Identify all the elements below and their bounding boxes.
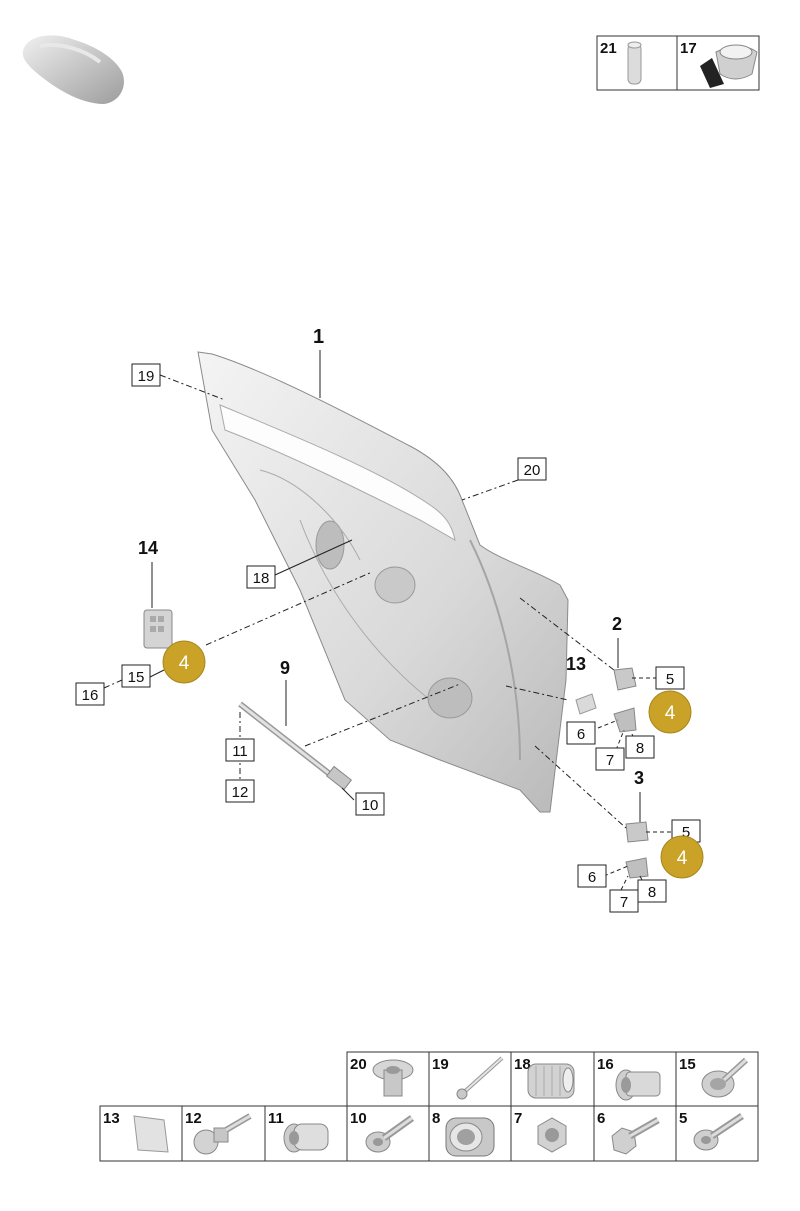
box-12: 12 [232,784,249,801]
callout-1: 1 [313,326,324,348]
box-8-lower: 8 [648,884,656,901]
legend-20-number: 20 [350,1056,367,1073]
box-7-upper: 7 [606,752,614,769]
legend-7-number: 7 [514,1110,522,1127]
flange-nut-icon [615,1069,661,1101]
box-20: 20 [524,462,541,479]
legend-15-number: 15 [679,1056,696,1073]
rod-bolt-icon [456,1056,504,1100]
callout-3: 3 [634,768,644,788]
legend-8-number: 8 [432,1110,440,1127]
washer-bolt-icon [701,1057,749,1098]
callout-14: 14 [138,538,158,558]
box-8-upper: 8 [636,740,644,757]
box-15: 15 [128,669,145,686]
gold-callouts: 4 4 4 [162,640,704,879]
door-panel [197,351,569,813]
legend-18-number: 18 [514,1056,531,1073]
box-19: 19 [138,368,155,385]
legend-5-number: 5 [679,1110,687,1127]
upper-hinge-part [613,667,637,733]
box-16: 16 [82,687,99,704]
hex-nut-icon [537,1117,567,1153]
box-7-lower: 7 [620,894,628,911]
rivet-nut-icon [372,1059,414,1097]
bushing-icon [445,1117,495,1157]
collar-bolt-icon [365,1115,415,1153]
legend-11-number: 11 [268,1110,284,1127]
torx-bolt-icon [693,1113,744,1151]
gold-callout-bubble [162,640,206,684]
gold-callout-bubble [648,690,692,734]
pad-icon [133,1115,169,1153]
leader-lines [103,350,676,897]
gold-callout-left: 4 [179,653,190,674]
callout-9: 9 [280,658,290,678]
box-11: 11 [232,743,248,760]
callout-2: 2 [612,614,622,634]
door-check-strap-part [238,701,353,791]
legend-13-number: 13 [103,1110,120,1127]
top-tiles: 21 17 [596,35,760,91]
legend-10-number: 10 [350,1110,367,1127]
gold-callout-bubble [660,835,704,879]
cable-connector-part [143,609,173,649]
lower-hinge-part [625,821,649,879]
grommet-icon [700,44,758,88]
box-5-lower: 5 [682,824,690,841]
box-6-lower: 6 [588,869,596,886]
tile-21-number: 21 [600,40,617,57]
gold-callout-hinge-upper: 4 [665,703,676,724]
sleeve-icon [283,1123,329,1153]
box-6-upper: 6 [577,726,585,743]
ball-stud-icon [193,1113,252,1155]
part-callouts: 1 14 9 13 2 3 [138,326,644,788]
pin-icon [627,41,642,85]
knurled-nut-icon [527,1063,575,1099]
box-18: 18 [253,570,270,587]
callout-13: 13 [566,654,586,674]
legend-16-number: 16 [597,1056,614,1073]
legend-6-number: 6 [597,1110,605,1127]
tile-17-number: 17 [680,40,697,57]
boxed-callouts: 19 20 18 15 16 11 12 10 5 6 7 8 5 6 7 8 [75,363,701,913]
legend-19-number: 19 [432,1056,449,1073]
hex-bolt-icon [611,1116,660,1155]
box-5-upper: 5 [666,671,674,688]
legend-row-bottom: 13 12 11 10 8 7 [99,1105,759,1162]
legend-row-top: 20 19 18 16 15 [346,1051,759,1107]
box-10: 10 [362,797,379,814]
car-silhouette-icon [22,35,124,105]
legend-12-number: 12 [185,1110,202,1127]
gold-callout-hinge-lower: 4 [677,848,688,869]
pad-part [575,693,597,715]
